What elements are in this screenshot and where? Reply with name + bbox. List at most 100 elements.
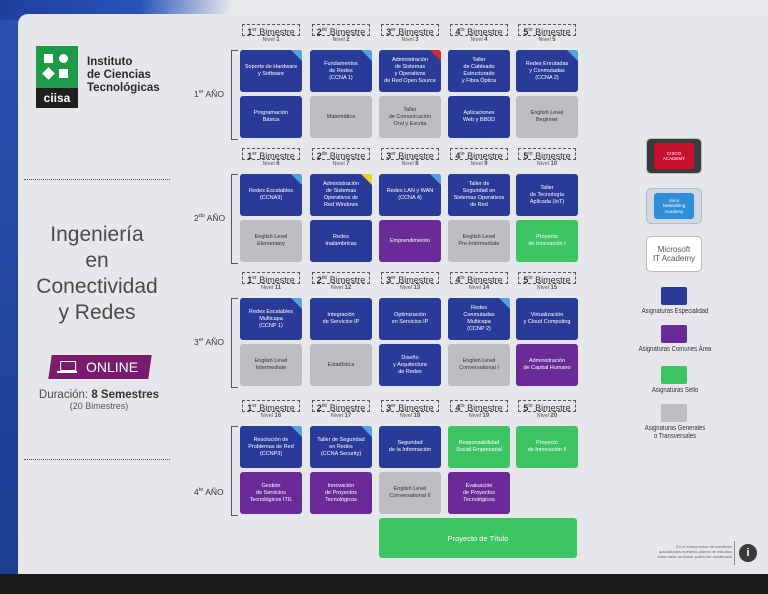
institution-line: de Ciencias: [87, 69, 151, 81]
duration-label: Duración:: [38, 389, 89, 401]
info-icon[interactable]: i: [739, 544, 757, 562]
nivel-label: Nivel 7: [332, 161, 350, 167]
legend-label: Asignaturas Comunes Área: [638, 346, 712, 353]
course-card[interactable]: Matemática: [310, 96, 372, 138]
bimestre-header: 4to Bimestre: [450, 400, 508, 413]
modality-badge: ONLINE: [48, 355, 152, 379]
course-name: Redes LAN y WAN(CCNA 4): [386, 188, 434, 201]
bimestre-header: 2do Bimestre: [312, 24, 370, 37]
bimestre-header: 2do Bimestre: [312, 400, 370, 413]
bimestre-header: 3er Bimestre: [381, 272, 439, 285]
info-separator: [734, 541, 735, 565]
year-label: 4to AÑO: [194, 487, 224, 497]
year-label: 2do AÑO: [194, 213, 226, 223]
bimestre-header: 2do Bimestre: [312, 272, 370, 285]
year-bracket: [231, 298, 238, 388]
course-card[interactable]: Estadística: [310, 344, 372, 386]
legend-swatch: [661, 366, 687, 384]
institution-line: Tecnológicas: [87, 82, 160, 94]
bimestre-header: 1er Bimestre: [242, 148, 300, 161]
course-name: Proyecto de Título: [447, 533, 509, 543]
certification-flag-icon: [430, 174, 441, 185]
certification-flag-icon: [430, 50, 441, 61]
course-card[interactable]: Redes Escalables(CCNA3): [240, 174, 302, 216]
bimestre-header: 4to Bimestre: [450, 148, 508, 161]
course-card[interactable]: Emprendimiento: [379, 220, 441, 262]
nivel-label: Nivel 2: [332, 37, 350, 43]
course-card-final-project[interactable]: Proyecto de Título: [379, 518, 577, 558]
bimestre-header: 4to Bimestre: [450, 24, 508, 37]
nivel-label: Nivel 18: [399, 413, 421, 419]
nivel-label: Nivel 20: [536, 413, 558, 419]
divider: [24, 459, 170, 460]
certification-flag-icon: [291, 50, 302, 61]
career-title-line: en: [85, 249, 109, 272]
duration-value: 8 Semestres: [91, 389, 160, 401]
nivel-label: Nivel 19: [468, 413, 490, 419]
course-card[interactable]: Redes LAN y WAN(CCNA 4): [379, 174, 441, 216]
career-title: Ingeniería en Conectividad y Redes: [24, 222, 170, 326]
laptop-icon: [60, 361, 77, 371]
legend-swatch: [661, 404, 687, 422]
legend-swatch: [661, 325, 687, 343]
course-name: Redes Escalables(CCNA3): [248, 188, 294, 201]
career-title-line: Ingeniería: [50, 223, 144, 246]
course-name: Estadística: [327, 361, 355, 368]
ciisa-logo: ciisa: [36, 46, 78, 108]
career-title-line: Conectividad: [36, 275, 158, 298]
nivel-label: Nivel 11: [260, 285, 282, 291]
bimestre-header: 5to Bimestre: [518, 272, 576, 285]
